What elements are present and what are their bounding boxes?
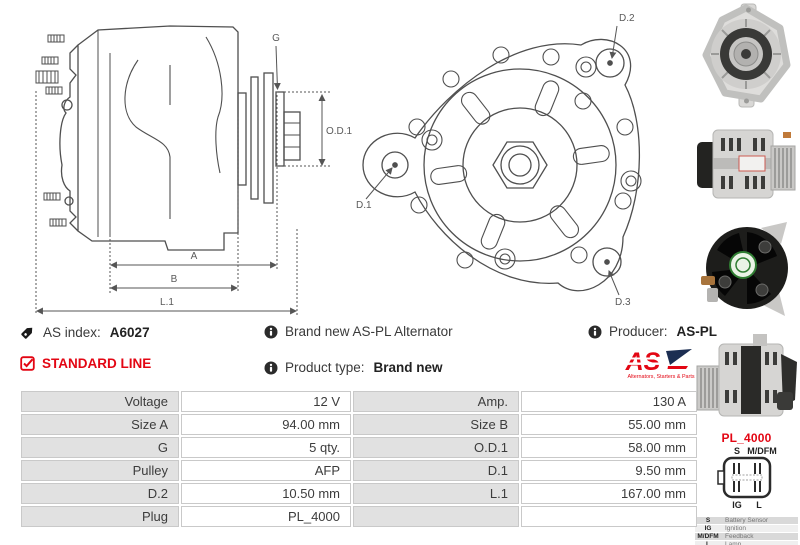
alternator-side-pulley-photo	[696, 334, 797, 417]
spec-label: D.1	[353, 460, 519, 481]
spec-value: 58.00 mm	[521, 437, 697, 458]
pin-label-s: S	[733, 446, 739, 456]
dim-label-a: A	[191, 251, 198, 262]
dim-label-g: G	[272, 33, 280, 44]
pinout-row: IG Ignition	[695, 525, 798, 532]
spec-value: AFP	[181, 460, 351, 481]
tag-icon	[21, 327, 33, 339]
dim-label-d1: D.1	[356, 200, 372, 211]
plug-pinout-legend: S Battery Sensor IG Ignition M/DFM Feedb…	[695, 516, 798, 545]
description-text: Brand new AS-PL Alternator	[285, 324, 453, 339]
logo-tagline: Alternators, Starters & Parts	[627, 374, 694, 380]
as-index-value: A6027	[109, 324, 150, 340]
product-type-row: Product type: Brand new	[264, 360, 443, 375]
pinout-row: L Lamp	[695, 541, 798, 545]
plug-diagram-block: PL_4000 S M/DFM IG L S Battery Sensor IG	[693, 431, 800, 545]
alternator-side-photo	[697, 129, 796, 199]
pin-label-mdfm: M/DFM	[747, 446, 777, 456]
alternator-front-photo	[702, 3, 791, 108]
description-row: Brand new AS-PL Alternator	[264, 324, 453, 339]
dim-label-b: B	[171, 274, 178, 285]
spec-label: Size B	[353, 414, 519, 435]
alternator-rear-photo	[701, 222, 788, 316]
spec-row-g: G 5 qty. O.D.1 58.00 mm	[21, 437, 697, 458]
spec-value: 5 qty.	[181, 437, 351, 458]
spec-value: 94.00 mm	[181, 414, 351, 435]
spec-label: L.1	[353, 483, 519, 504]
spec-label: Size A	[21, 414, 179, 435]
pinout-row: S Battery Sensor	[695, 517, 798, 524]
info-icon	[264, 361, 278, 374]
spec-value: 167.00 mm	[521, 483, 697, 504]
pinout-row: M/DFM Feedback	[695, 533, 798, 540]
spec-row-d2: D.2 10.50 mm L.1 167.00 mm	[21, 483, 697, 504]
spec-row-pulley: Pulley AFP D.1 9.50 mm	[21, 460, 697, 481]
spec-value: PL_4000	[181, 506, 351, 527]
checkbox-checked-icon	[20, 356, 35, 371]
side-view-technical-drawing: G O.D.1 A B L.1	[35, 25, 352, 315]
dim-label-l1: L.1	[160, 297, 174, 308]
producer-value: AS-PL	[676, 324, 718, 339]
spec-value: 130 A	[521, 391, 697, 412]
plug-connector-drawing: S M/DFM IG L	[716, 446, 777, 510]
dim-label-d3: D.3	[615, 297, 631, 308]
spec-label: O.D.1	[353, 437, 519, 458]
product-type-label: Product type:	[285, 360, 365, 375]
dim-label-d2: D.2	[619, 13, 635, 24]
spec-value: 9.50 mm	[521, 460, 697, 481]
producer-row: Producer: AS-PL	[588, 324, 717, 339]
spec-value	[521, 506, 697, 527]
dim-label-od1: O.D.1	[326, 126, 352, 137]
pin-label-l: L	[756, 500, 762, 510]
producer-label: Producer:	[609, 324, 668, 339]
standard-line-label: STANDARD LINE	[42, 356, 152, 371]
spec-label: D.2	[21, 483, 179, 504]
info-icon	[264, 325, 278, 338]
as-index-label: AS index:	[43, 324, 101, 340]
spec-label	[353, 506, 519, 527]
front-view-technical-drawing: D.2 D.1 D.3	[356, 13, 642, 308]
spec-label: Plug	[21, 506, 179, 527]
alternator-side-outline	[35, 25, 301, 251]
plug-title: PL_4000	[721, 431, 772, 445]
spec-label: Amp.	[353, 391, 519, 412]
spec-label: Voltage	[21, 391, 179, 412]
spec-row-size: Size A 94.00 mm Size B 55.00 mm	[21, 414, 697, 435]
standard-line-row: STANDARD LINE	[20, 356, 151, 371]
as-pl-logo: AS Alternators, Starters & Parts	[622, 349, 695, 380]
spec-row-voltage: Voltage 12 V Amp. 130 A	[21, 391, 697, 412]
spec-value: 12 V	[181, 391, 351, 412]
info-icon	[588, 325, 602, 338]
spec-table: Voltage 12 V Amp. 130 A Size A 94.00 mm …	[19, 389, 699, 529]
spec-label: G	[21, 437, 179, 458]
pin-label-ig: IG	[732, 500, 742, 510]
spec-value: 10.50 mm	[181, 483, 351, 504]
spec-row-plug: Plug PL_4000	[21, 506, 697, 527]
alternator-front-outline	[362, 38, 642, 292]
spec-label: Pulley	[21, 460, 179, 481]
product-type-value: Brand new	[373, 360, 443, 375]
spec-value: 55.00 mm	[521, 414, 697, 435]
as-index-row: AS index: A6027	[20, 324, 150, 340]
